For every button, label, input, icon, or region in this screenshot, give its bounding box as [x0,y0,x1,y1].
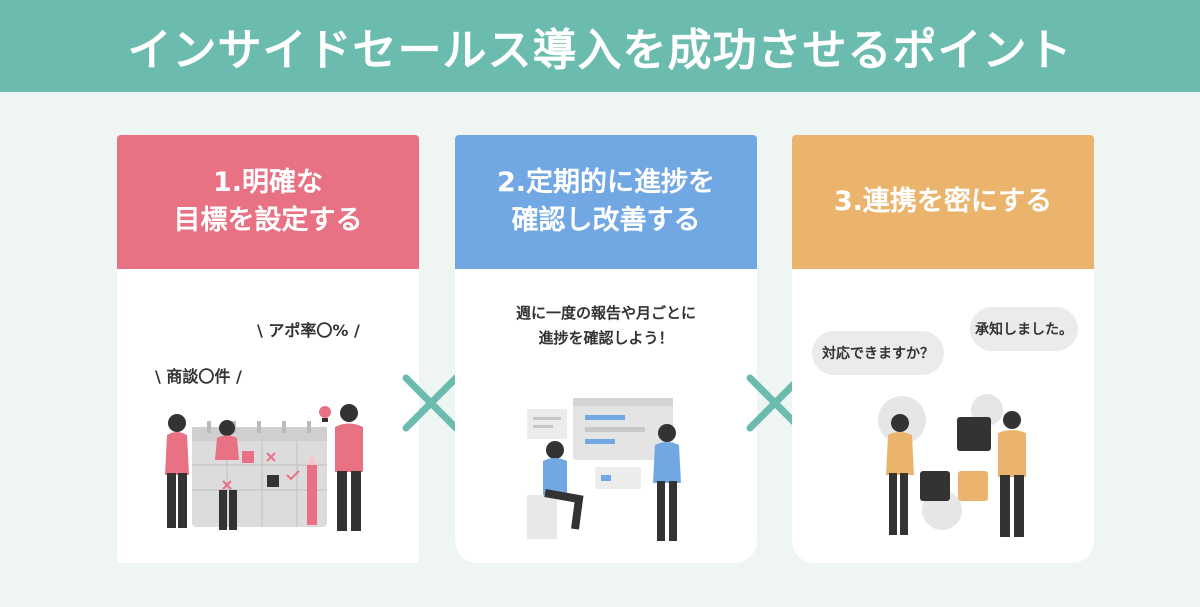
card-heading-1: 1.明確な 目標を設定する [117,135,419,269]
card-progress-review: 2.定期的に進捗を 確認し改善する 週に一度の報告や月ごとに 進捗を確認しよう！ [455,135,757,563]
card-heading-text-2: 2.定期的に進捗を 確認し改善する [496,167,716,236]
page-title: インサイドセールス導入を成功させるポイント [127,25,1073,76]
person-icon [215,420,239,530]
person-icon [998,411,1026,537]
goal-team-illustration [165,404,363,531]
card-collaboration: 3.連携を密にする 対応できますか？ 承知しました。 [792,135,1094,563]
card-goal-setting: 1.明確な 目標を設定する \ アポ率〇% / \ 商談〇件 / [117,135,419,563]
person-icon [335,404,363,531]
progress-caption: 週に一度の報告や月ごとに 進捗を確認しよう！ [515,304,696,347]
puzzle-icon [920,417,991,501]
person-icon [527,441,584,539]
speech-bubble-question: 対応できますか？ [812,331,944,375]
speech-bubble-answer: 承知しました。 [970,307,1078,351]
card-heading-2: 2.定期的に進捗を 確認し改善する [455,135,757,269]
person-icon [886,414,914,535]
note-deals: \ 商談〇件 / [155,367,242,386]
collaboration-illustration [878,394,1026,537]
person-icon [653,424,681,541]
card-heading-text-3: 3.連携を密にする [833,186,1053,217]
card-heading-text-1: 1.明確な 目標を設定する [173,167,363,236]
cross-icon [402,374,460,432]
title-banner: インサイドセールス導入を成功させるポイント [0,0,1200,92]
dashboard-icon [527,398,673,489]
cross-icon [746,374,804,432]
lightbulb-icon [319,406,331,422]
progress-review-illustration [527,398,681,541]
card-heading-3: 3.連携を密にする [792,135,1094,269]
note-appointment-rate: \ アポ率〇% / [257,321,360,340]
pencil-icon [307,453,317,525]
calendar-board-icon [192,421,327,527]
person-icon [165,414,189,528]
